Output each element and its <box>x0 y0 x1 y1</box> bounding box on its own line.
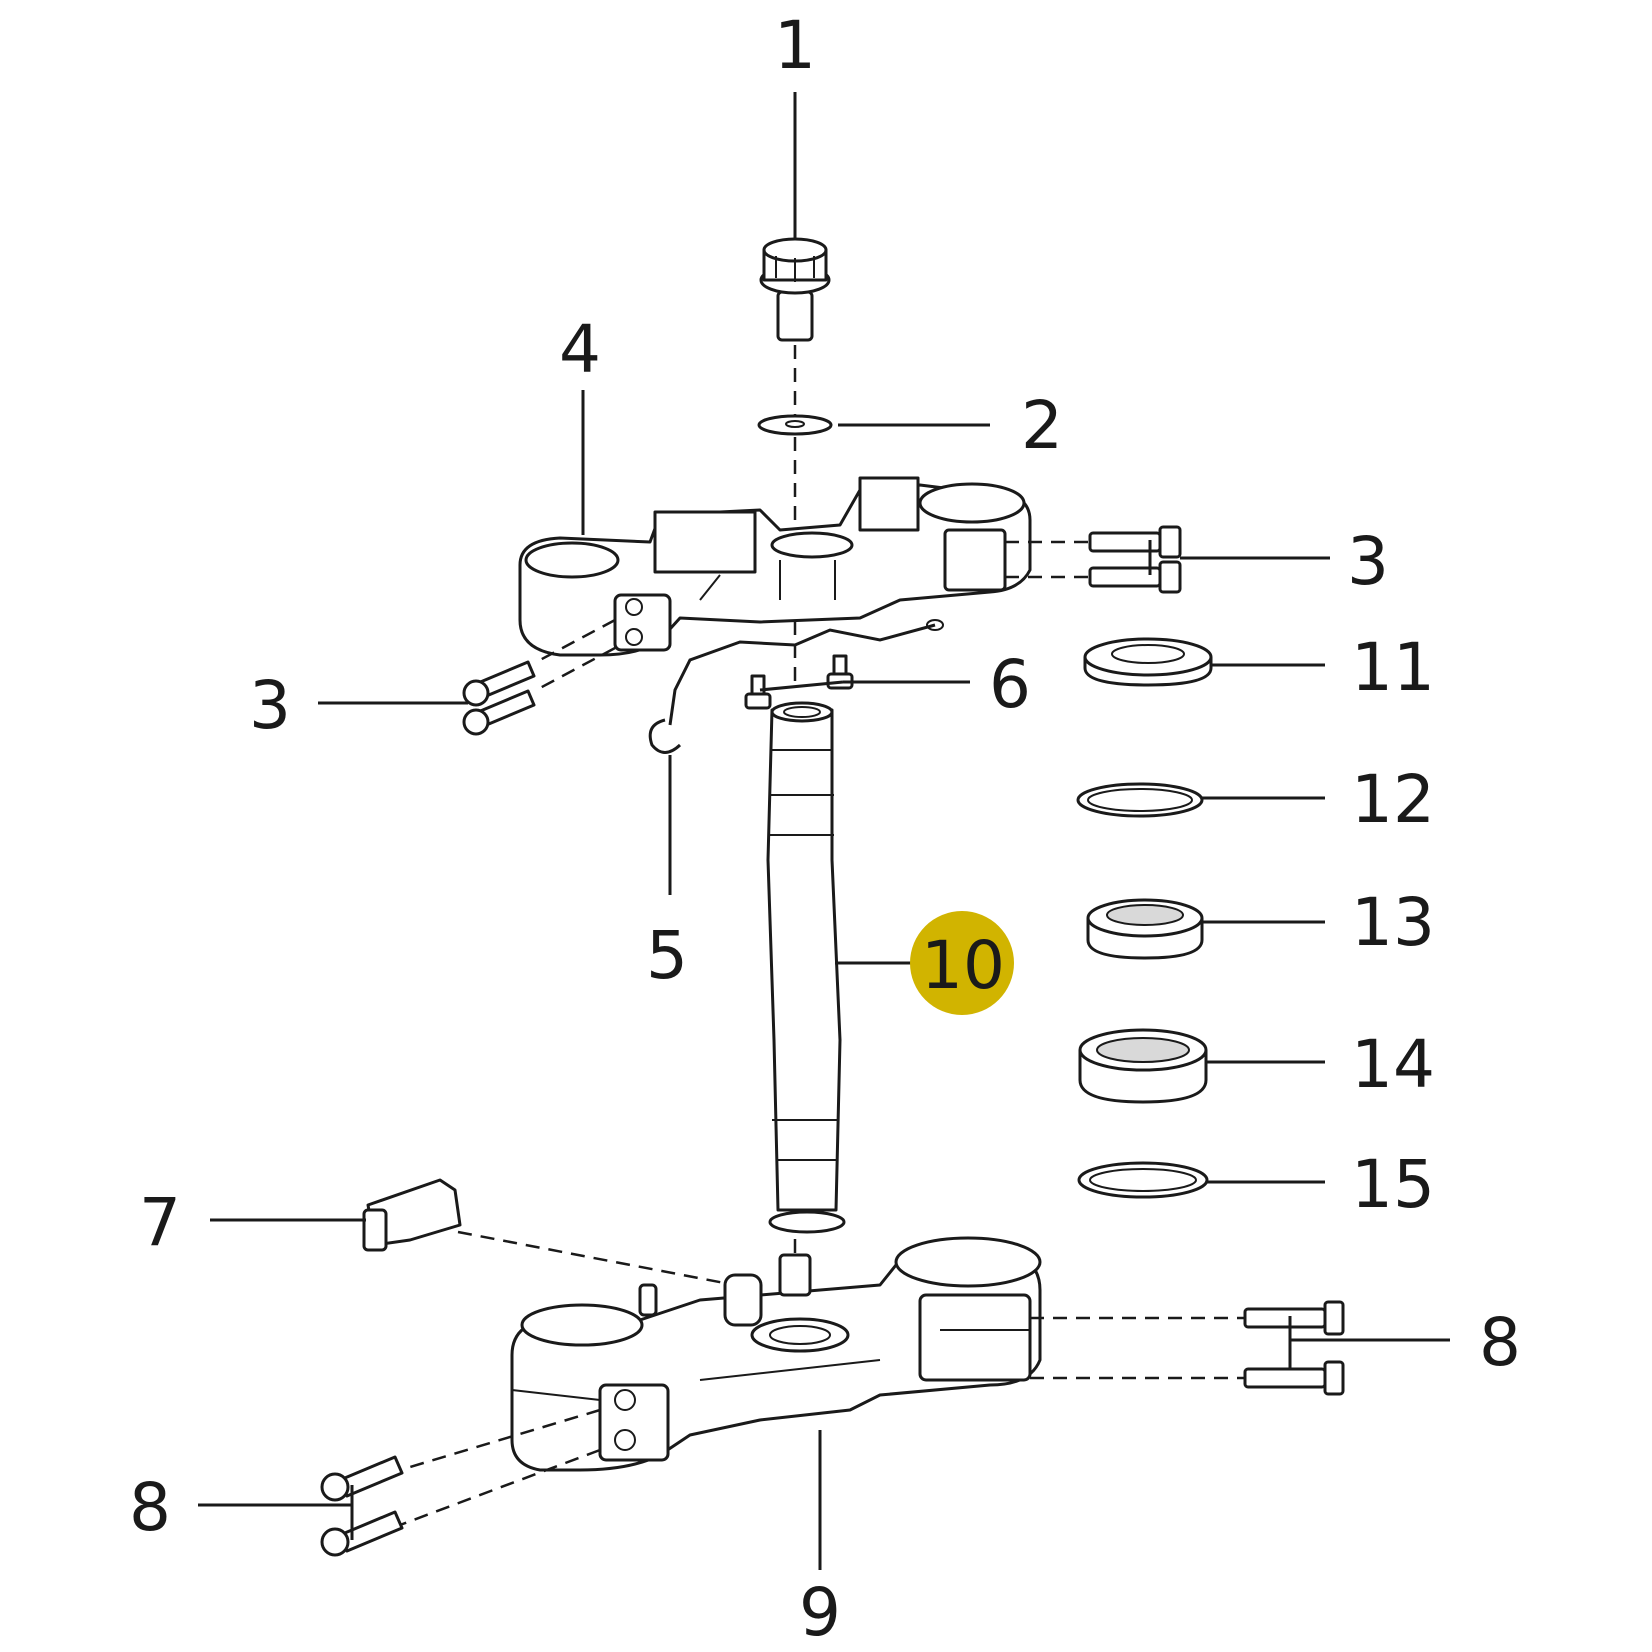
part-5-cable-guide <box>648 619 944 754</box>
leader-lines <box>198 92 1450 1570</box>
part-11-adjusting-nut <box>1083 637 1213 687</box>
part-2-washer <box>757 414 833 436</box>
callout-11: 11 <box>1351 629 1435 706</box>
callout-14: 14 <box>1351 1026 1435 1103</box>
callout-3-left: 3 <box>249 667 291 744</box>
part-1-stem-nut <box>759 237 831 342</box>
part-3-left-bolts <box>462 618 616 736</box>
part-4-upper-triple-clamp <box>518 476 1032 657</box>
callout-9: 9 <box>799 1574 841 1651</box>
callout-5: 5 <box>646 917 688 994</box>
part-3-right-bolts <box>1005 525 1182 594</box>
callout-10-highlight <box>910 911 1014 1015</box>
part-14-lower-bearing <box>1078 1028 1208 1104</box>
callout-8-right: 8 <box>1479 1304 1521 1381</box>
part-12-seal-ring <box>1076 782 1204 818</box>
callout-15: 15 <box>1351 1146 1435 1223</box>
callout-6: 6 <box>989 646 1031 723</box>
part-8-right-bolts <box>1030 1300 1345 1396</box>
callout-10: 10 <box>921 927 1005 1004</box>
part-15-dust-seal <box>1077 1161 1209 1199</box>
part-13-upper-bearing <box>1086 898 1204 960</box>
callout-1: 1 <box>774 7 816 84</box>
callout-8-left: 8 <box>129 1469 171 1546</box>
callout-13: 13 <box>1351 884 1435 961</box>
callout-4: 4 <box>559 311 601 388</box>
callout-3-right: 3 <box>1347 523 1389 600</box>
part-7-cable-holder <box>362 1178 736 1287</box>
part-8-left-bolts <box>320 1408 601 1557</box>
callout-7: 7 <box>139 1184 181 1261</box>
callout-2: 2 <box>1021 387 1063 464</box>
callout-12: 12 <box>1351 761 1435 838</box>
part-10-steering-stem <box>766 701 846 1234</box>
part-9-lower-triple-clamp <box>510 1236 1042 1472</box>
